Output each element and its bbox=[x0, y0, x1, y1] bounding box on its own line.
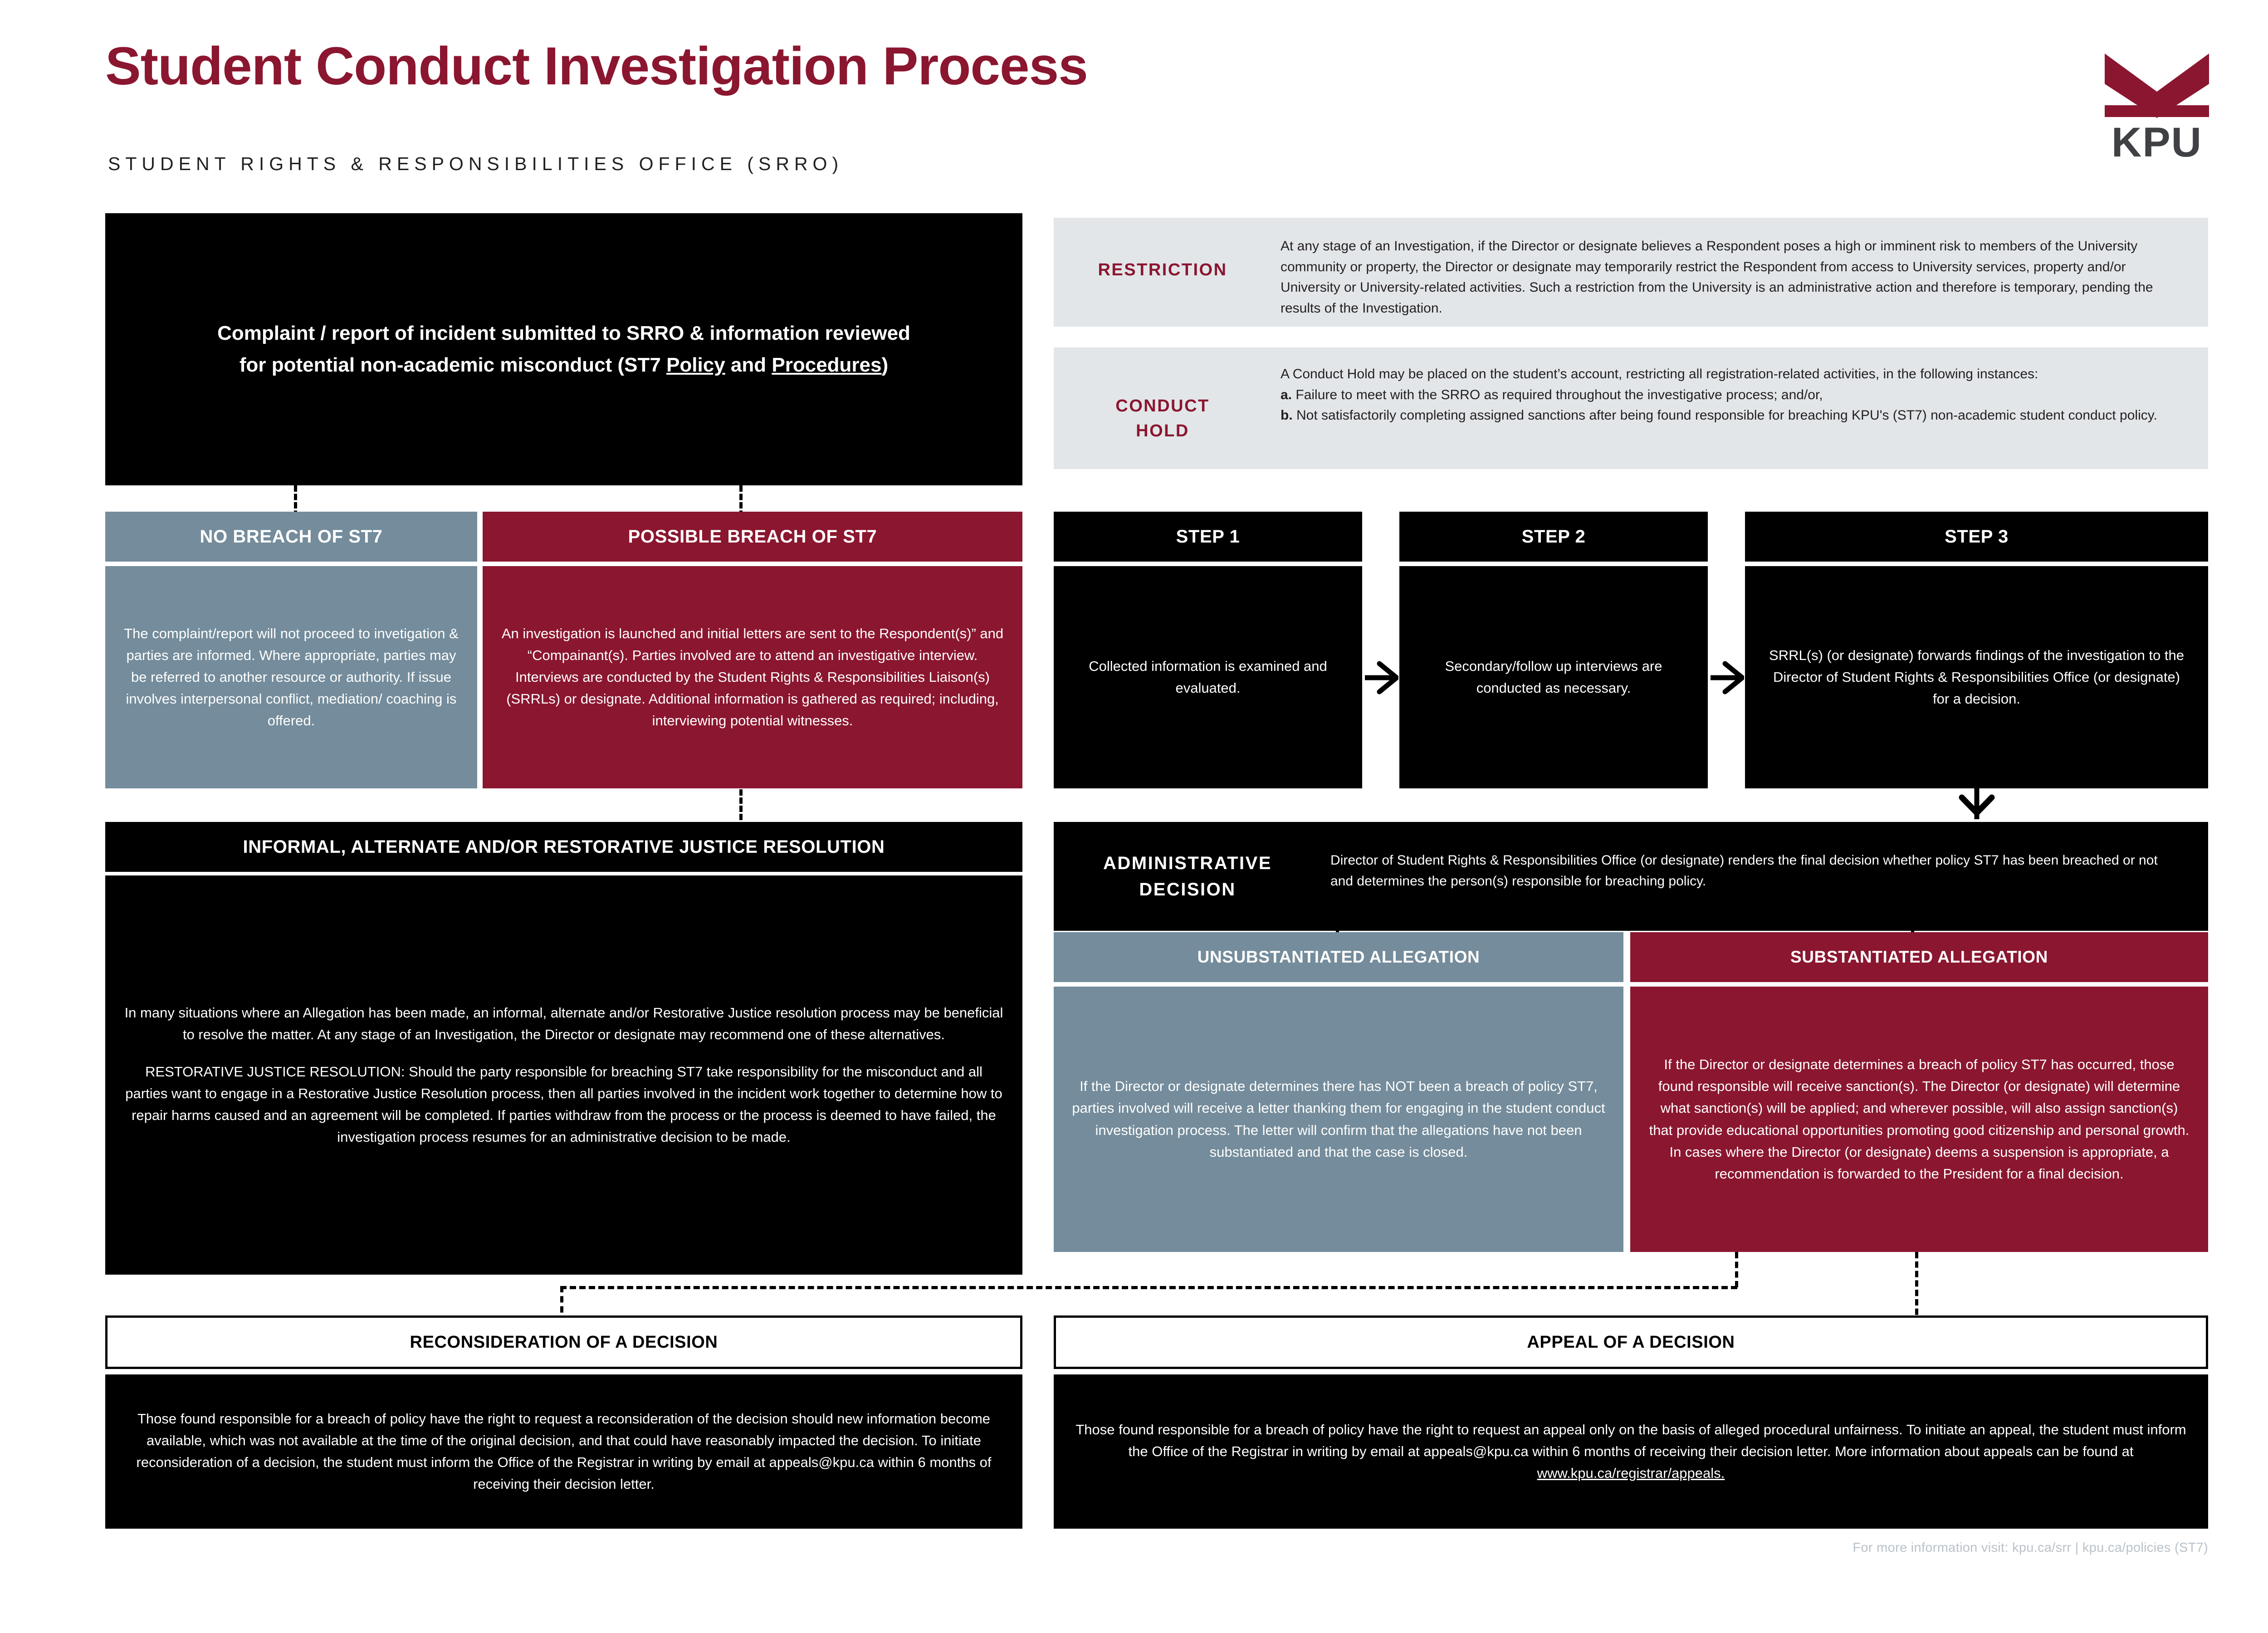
substantiated-body: If the Director or designate determines … bbox=[1630, 987, 2208, 1252]
unsubstantiated-body: If the Director or designate determines … bbox=[1054, 987, 1623, 1252]
no-breach-title: NO BREACH OF ST7 bbox=[105, 512, 477, 562]
connector-horizontal-bus bbox=[560, 1286, 1737, 1289]
conduct-hold-label-line-1: CONDUCT bbox=[1115, 396, 1210, 416]
arrow-down-step3-to-decision-icon bbox=[1959, 771, 1995, 819]
conduct-hold-item-b-text: Not satisfactorily completing assigned s… bbox=[1292, 408, 2157, 423]
restriction-label: RESTRICTION bbox=[1098, 260, 1227, 279]
connector-to-appeal bbox=[1915, 1252, 1918, 1353]
administrative-decision-label: ADMINISTRATIVE DECISION bbox=[1054, 850, 1321, 903]
appeal-link[interactable]: www.kpu.ca/registrar/appeals. bbox=[1537, 1465, 1725, 1481]
arrow-right-step2-step3-icon bbox=[1711, 661, 1744, 694]
administrative-decision-panel: ADMINISTRATIVE DECISION Director of Stud… bbox=[1054, 822, 2208, 931]
link-policy[interactable]: Policy bbox=[666, 354, 725, 376]
step-2-title: STEP 2 bbox=[1399, 512, 1708, 562]
conduct-hold-item-a-marker: a. bbox=[1281, 387, 1292, 402]
possible-breach-body: An investigation is launched and initial… bbox=[483, 566, 1022, 788]
kpu-chevron-icon bbox=[2105, 54, 2209, 118]
informal-body: In many situations where an Allegation h… bbox=[105, 875, 1022, 1275]
conduct-hold-body: A Conduct Hold may be placed on the stud… bbox=[1281, 364, 2183, 426]
connector-intake-to-possible-breach bbox=[739, 485, 743, 525]
intake-box: Complaint / report of incident submitted… bbox=[105, 213, 1022, 485]
intake-line-1: Complaint / report of incident submitted… bbox=[217, 322, 910, 344]
administrative-decision-body: Director of Student Rights & Responsibil… bbox=[1330, 853, 2158, 889]
conduct-hold-item-b-marker: b. bbox=[1281, 408, 1293, 423]
kpu-logo: KPU bbox=[2093, 50, 2220, 166]
intake-line-2: for potential non-academic misconduct (S… bbox=[217, 349, 910, 381]
page-header: Student Conduct Investigation Process ST… bbox=[0, 0, 2268, 209]
intake-line-2-post: ) bbox=[881, 354, 889, 376]
restriction-body: At any stage of an Investigation, if the… bbox=[1281, 239, 2153, 316]
appeal-title: APPEAL OF A DECISION bbox=[1054, 1315, 2208, 1369]
substantiated-title: SUBSTANTIATED ALLEGATION bbox=[1630, 932, 2208, 982]
intake-line-2-mid: and bbox=[725, 354, 772, 376]
step-3-body: SRRL(s) (or designate) forwards findings… bbox=[1745, 566, 2208, 788]
administrative-decision-label-line-1: ADMINISTRATIVE bbox=[1103, 853, 1272, 873]
restriction-panel: RESTRICTION At any stage of an Investiga… bbox=[1054, 218, 2208, 327]
no-breach-body: The complaint/report will not proceed to… bbox=[105, 566, 477, 788]
reconsideration-title: RECONSIDERATION OF A DECISION bbox=[105, 1315, 1022, 1369]
informal-paragraph-1: In many situations where an Allegation h… bbox=[124, 1004, 1003, 1042]
connector-substantiated-down-stub bbox=[1735, 1252, 1738, 1287]
step-2-body: Secondary/follow up interviews are condu… bbox=[1399, 566, 1708, 788]
conduct-hold-intro: A Conduct Hold may be placed on the stud… bbox=[1281, 367, 2038, 381]
step-1-title: STEP 1 bbox=[1054, 512, 1362, 562]
step-1-body: Collected information is examined and ev… bbox=[1054, 566, 1362, 788]
connector-intake-to-no-breach bbox=[294, 485, 297, 525]
kpu-wordmark: KPU bbox=[2111, 119, 2203, 166]
administrative-decision-label-line-2: DECISION bbox=[1139, 880, 1236, 900]
unsubstantiated-title: UNSUBSTANTIATED ALLEGATION bbox=[1054, 932, 1623, 982]
page-title: Student Conduct Investigation Process bbox=[105, 36, 1088, 96]
step-3-title: STEP 3 bbox=[1745, 512, 2208, 562]
intake-line-2-pre: for potential non-academic misconduct (S… bbox=[239, 354, 667, 376]
conduct-hold-item-a: a. Failure to meet with the SRRO as requ… bbox=[1281, 385, 2183, 406]
conduct-hold-label: CONDUCT HOLD bbox=[1054, 394, 1271, 444]
conduct-hold-item-b: b. Not satisfactorily completing assigne… bbox=[1281, 405, 2183, 426]
footer-note: For more information visit: kpu.ca/srr |… bbox=[1853, 1540, 2208, 1555]
appeal-body: Those found responsible for a breach of … bbox=[1054, 1374, 2208, 1529]
conduct-hold-label-line-2: HOLD bbox=[1136, 421, 1189, 441]
page-subtitle: STUDENT RIGHTS & RESPONSIBILITIES OFFICE… bbox=[108, 153, 844, 174]
possible-breach-title: POSSIBLE BREACH OF ST7 bbox=[483, 512, 1022, 562]
reconsideration-body: Those found responsible for a breach of … bbox=[105, 1374, 1022, 1529]
informal-paragraph-2: RESTORATIVE JUSTICE RESOLUTION: Should t… bbox=[125, 1063, 1002, 1145]
conduct-hold-item-a-text: Failure to meet with the SRRO as require… bbox=[1292, 387, 1823, 402]
informal-title: INFORMAL, ALTERNATE AND/OR RESTORATIVE J… bbox=[105, 822, 1022, 872]
appeal-body-text: Those found responsible for a breach of … bbox=[1075, 1421, 2186, 1459]
connector-possible-breach-to-informal bbox=[739, 789, 743, 820]
conduct-hold-panel: CONDUCT HOLD A Conduct Hold may be place… bbox=[1054, 347, 2208, 469]
arrow-right-step1-step2-icon bbox=[1365, 661, 1398, 694]
link-procedures[interactable]: Procedures bbox=[772, 354, 882, 376]
